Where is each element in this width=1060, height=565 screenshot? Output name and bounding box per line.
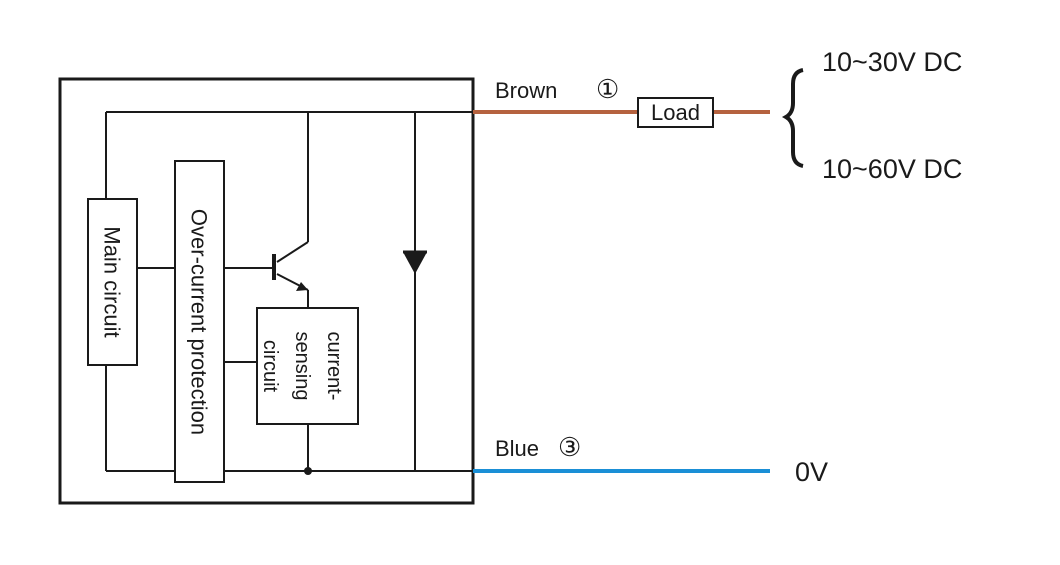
supply-voltage-upper: 10~30V DC — [822, 47, 962, 77]
sensor-housing — [58, 77, 475, 505]
over-current-protection-label: Over-current protection — [187, 209, 212, 435]
current-sensing-block — [256, 307, 359, 425]
supply-brace — [781, 68, 804, 168]
blue-pin-number: ③ — [558, 432, 581, 462]
transistor-symbol — [272, 112, 309, 308]
junction-dot — [304, 467, 312, 475]
brown-wire-label: Brown — [495, 78, 557, 103]
load-box — [637, 97, 714, 128]
sensing-label-line2: sensing — [291, 332, 313, 401]
load-label: Load — [651, 100, 700, 125]
over-current-protection-block — [174, 160, 225, 483]
diode-symbol — [403, 112, 427, 471]
main-circuit-label: Main circuit — [100, 226, 125, 337]
main-circuit-block — [87, 198, 138, 366]
ground-voltage-label: 0V — [795, 457, 828, 487]
brown-pin-number: ① — [596, 74, 619, 104]
sensing-label-line1: current- — [323, 332, 345, 401]
sensing-label-line3: circuit — [259, 340, 281, 393]
blue-wire-label: Blue — [495, 436, 539, 461]
supply-voltage-lower: 10~60V DC — [822, 154, 962, 184]
